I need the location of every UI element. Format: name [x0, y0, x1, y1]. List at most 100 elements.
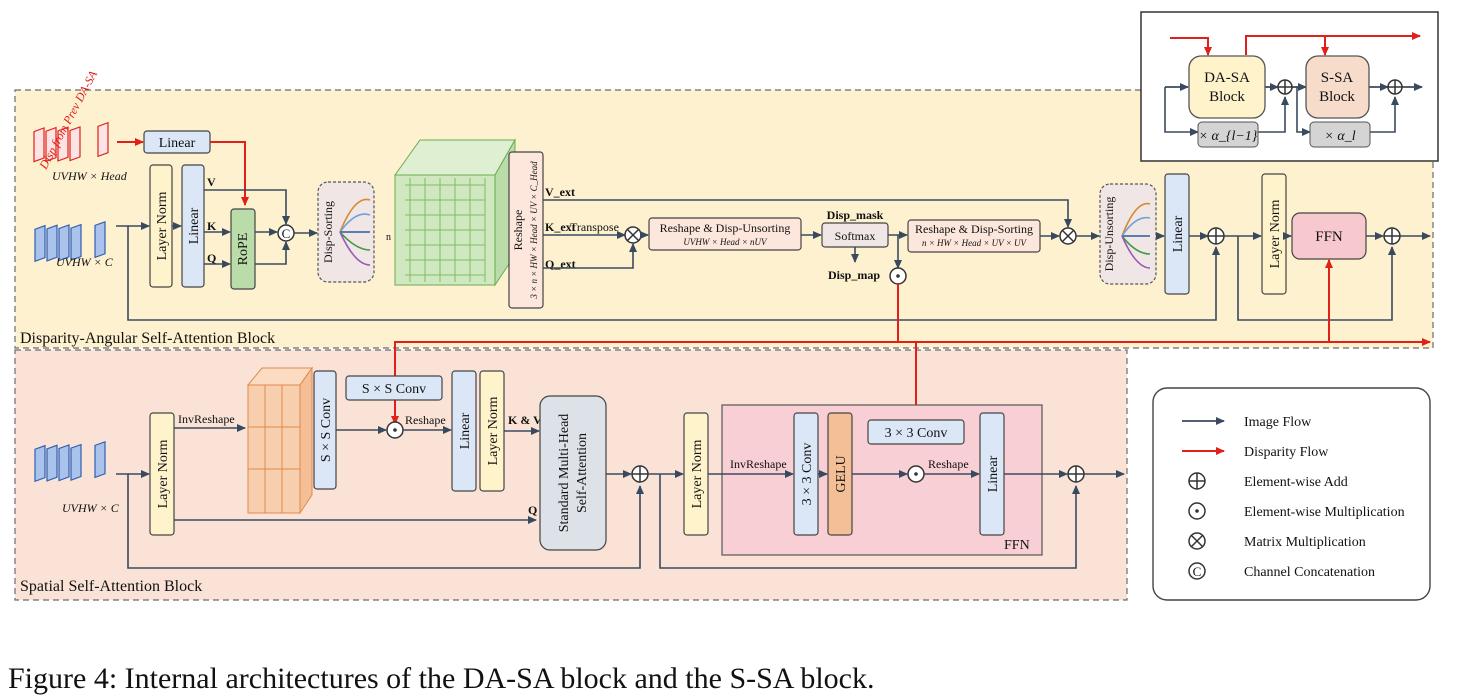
svg-text:3 × n × HW × Head × UV × C_Hea: 3 × n × HW × Head × UV × C_Head [529, 161, 539, 300]
svg-text:C: C [1193, 564, 1202, 579]
svg-text:Disparity Flow: Disparity Flow [1244, 445, 1329, 460]
svg-text:DA-SA: DA-SA [1204, 70, 1250, 86]
svg-text:× α_{l−1}: × α_{l−1} [1199, 129, 1258, 144]
svg-text:Layer Norm: Layer Norm [155, 191, 170, 260]
svg-text:n: n [386, 232, 391, 243]
svg-text:Channel Concatenation: Channel Concatenation [1244, 565, 1375, 580]
svg-text:S × S Conv: S × S Conv [362, 382, 426, 397]
figure-caption: Figure 4: Internal architectures of the … [8, 662, 875, 695]
svg-text:Layer Norm: Layer Norm [1268, 199, 1283, 268]
svg-text:Layer Norm: Layer Norm [156, 439, 171, 508]
orange-volume [246, 366, 313, 515]
dasa-add-1-icon [1207, 227, 1225, 245]
svg-text:Linear: Linear [187, 207, 202, 244]
svg-text:C: C [282, 226, 291, 241]
ssa-title: Spatial Self-Attention Block [20, 578, 202, 595]
reshape-box [508, 151, 544, 309]
overview-alpha-prev [1197, 121, 1259, 148]
svg-text:InvReshape: InvReshape [730, 457, 787, 471]
ssa-linear-box [451, 370, 477, 492]
svg-text:InvReshape: InvReshape [178, 412, 235, 426]
svg-text:Layer Norm: Layer Norm [690, 439, 705, 508]
legend-add-icon [1188, 472, 1206, 490]
reshape-unsort-box [648, 217, 802, 251]
svg-text:FFN: FFN [1004, 538, 1030, 553]
svg-text:S × S Conv: S × S Conv [319, 398, 334, 462]
svg-text:Standard Multi-Head: Standard Multi-Head [557, 414, 572, 533]
svg-text:3 × 3 Conv: 3 × 3 Conv [885, 426, 948, 441]
svg-text:GELU: GELU [834, 455, 849, 492]
matmul-2-icon [1059, 227, 1077, 245]
disp-sort-fan-icon [339, 198, 371, 266]
svg-text:Softmax: Softmax [835, 229, 876, 243]
legend: Image Flow Disparity Flow Element-wise A… [1152, 387, 1431, 601]
overview-dasa-block [1188, 55, 1266, 119]
svg-text:Transpose: Transpose [570, 220, 619, 234]
svg-text:K_ext: K_ext [545, 220, 576, 234]
conv3-disp-box [867, 419, 965, 445]
dasa-add-2-icon [1383, 227, 1401, 245]
disp-unsort-fan-icon [1121, 202, 1151, 269]
svg-text:Linear: Linear [458, 412, 473, 449]
green-volume [394, 138, 516, 287]
ssa-feature-input-stack [34, 440, 106, 483]
svg-text:Linear: Linear [1171, 215, 1186, 252]
rope-box [230, 208, 256, 290]
svg-text:Linear: Linear [986, 455, 1001, 492]
svg-text:Disp_map: Disp_map [828, 268, 880, 282]
overview-add-2-icon [1387, 79, 1403, 95]
ssa-mult-1-icon [386, 421, 404, 439]
svg-text:Reshape & Disp-Unsorting: Reshape & Disp-Unsorting [660, 221, 791, 235]
attention-box [539, 395, 607, 551]
concat-icon: C [277, 224, 295, 242]
ssa-mult-2-icon [907, 465, 925, 483]
svg-text:Q: Q [207, 251, 216, 265]
ssa-uvhw-c-label: UVHW × C [62, 501, 120, 515]
legend-matmul-icon [1188, 532, 1206, 550]
svg-text:3 × 3 Conv: 3 × 3 Conv [800, 443, 815, 506]
svg-text:Reshape: Reshape [405, 413, 446, 427]
svg-text:Reshape: Reshape [928, 457, 969, 471]
dasa-block: Disp from Prev DA-SA UVHW × Head UVHW × … [33, 68, 1430, 342]
svg-text:Image Flow: Image Flow [1244, 415, 1312, 430]
svg-text:Matrix Multiplication: Matrix Multiplication [1244, 535, 1366, 550]
legend-concat-icon: C [1188, 562, 1206, 580]
disp-map-mult-icon [889, 267, 907, 285]
svg-text:V: V [207, 175, 216, 189]
dasa-title: Disparity-Angular Self-Attention Block [20, 330, 275, 347]
svg-text:n × HW × Head × UV × UV: n × HW × Head × UV × UV [922, 238, 1028, 248]
uvhw-head-label: UVHW × Head [52, 169, 128, 183]
uvhw-c-label: UVHW × C [56, 255, 114, 269]
svg-text:Q_ext: Q_ext [545, 257, 576, 271]
svg-text:FFN: FFN [1315, 229, 1343, 245]
legend-mult-icon [1188, 502, 1206, 520]
svg-text:Element-wise Multiplication: Element-wise Multiplication [1244, 505, 1405, 520]
svg-text:Reshape & Disp-Sorting: Reshape & Disp-Sorting [915, 222, 1033, 236]
svg-text:V_ext: V_ext [545, 185, 575, 199]
svg-text:Reshape: Reshape [511, 210, 525, 251]
linear-out-box [1164, 173, 1190, 295]
svg-text:Element-wise Add: Element-wise Add [1244, 475, 1348, 490]
matmul-1-icon [624, 226, 642, 244]
ssa-layer-norm-box [149, 412, 175, 536]
svg-text:Self-Attention: Self-Attention [575, 433, 590, 513]
overview-alpha-l [1309, 121, 1371, 148]
svg-text:Layer Norm: Layer Norm [486, 396, 501, 465]
sxs-conv-disp-box [345, 375, 443, 401]
ssa-add-2-icon [1067, 465, 1085, 483]
svg-text:S-SA: S-SA [1321, 70, 1354, 86]
svg-text:RoPE: RoPE [236, 233, 251, 266]
svg-text:× α_l: × α_l [1324, 129, 1355, 144]
svg-text:Disp_mask: Disp_mask [827, 208, 884, 222]
svg-text:Q: Q [528, 503, 537, 517]
svg-text:Block: Block [1319, 89, 1355, 105]
svg-text:Disp-Sorting: Disp-Sorting [321, 201, 335, 263]
overview-ssa-block [1305, 55, 1370, 119]
feature-input-stack [34, 220, 106, 263]
linear-qkv-box [181, 164, 205, 288]
svg-text:Disp-Unsorting: Disp-Unsorting [1102, 197, 1116, 272]
svg-text:Linear: Linear [159, 136, 196, 151]
svg-text:K & V: K & V [508, 413, 542, 427]
svg-text:Block: Block [1209, 89, 1245, 105]
overview-add-1-icon [1277, 79, 1293, 95]
